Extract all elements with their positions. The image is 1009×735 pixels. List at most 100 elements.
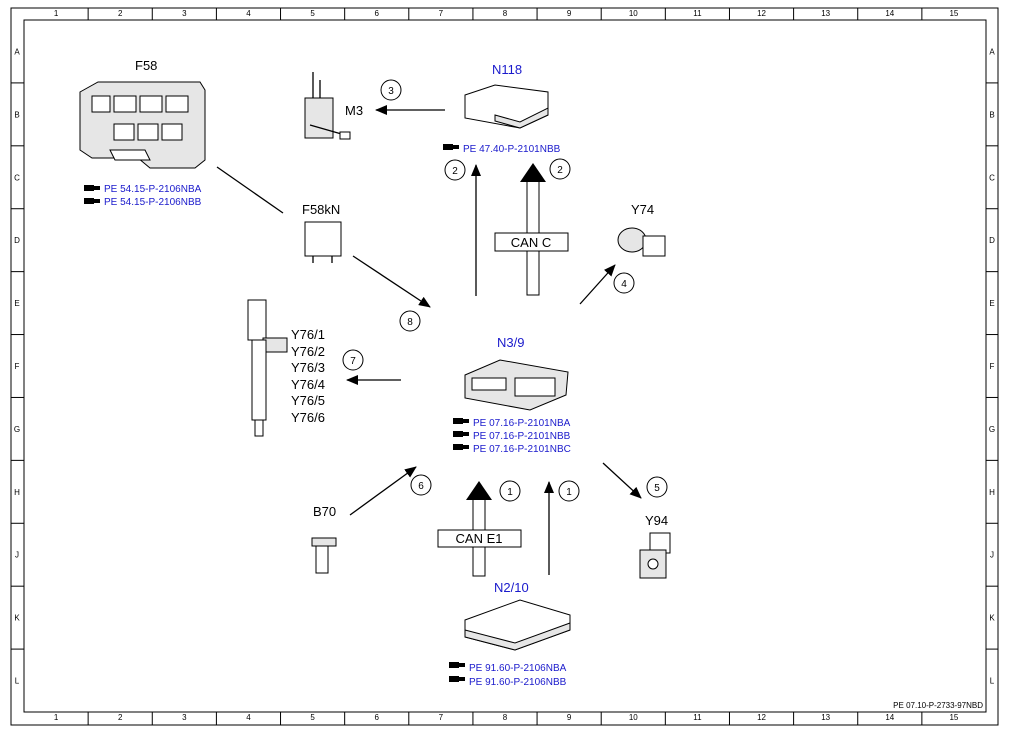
f58-ref-icon xyxy=(84,185,100,204)
arrow-n3-9-to-y94 xyxy=(602,462,642,499)
svg-text:7: 7 xyxy=(350,356,356,367)
row-label-right-H: H xyxy=(989,488,995,497)
row-label-left-A: A xyxy=(14,47,20,56)
n3-9-ref-icon xyxy=(453,418,469,450)
f58-ref-2[interactable]: PE 54.15-P-2106NBB xyxy=(104,197,202,208)
svg-text:5: 5 xyxy=(654,483,660,494)
row-label-right-K: K xyxy=(989,614,995,623)
n118-ref-icon xyxy=(443,144,459,150)
y76-label-2: Y76/2 xyxy=(291,344,325,359)
row-label-left-F: F xyxy=(15,362,20,371)
y76-label-6: Y76/6 xyxy=(291,410,325,425)
row-label-left-H: H xyxy=(14,488,20,497)
column-label-top-1: 1 xyxy=(54,9,59,18)
callout-5: 5 xyxy=(646,476,668,498)
column-label-bottom-2: 2 xyxy=(118,713,123,722)
row-label-right-A: A xyxy=(989,47,995,56)
svg-text:1: 1 xyxy=(566,487,572,498)
n2-10-ref-2[interactable]: PE 91.60-P-2106NBB xyxy=(469,677,567,688)
column-label-top-4: 4 xyxy=(246,9,251,18)
row-label-right-L: L xyxy=(990,677,995,686)
n118-label: N118 xyxy=(492,62,522,77)
f58kn-relay[interactable] xyxy=(304,221,342,263)
column-label-top-2: 2 xyxy=(118,9,123,18)
column-label-top-13: 13 xyxy=(821,9,830,18)
column-label-top-11: 11 xyxy=(693,9,702,18)
svg-text:2: 2 xyxy=(452,166,458,177)
column-label-top-15: 15 xyxy=(949,9,958,18)
column-label-top-9: 9 xyxy=(567,9,572,18)
n3-9-label: N3/9 xyxy=(497,335,524,350)
y74-pressure-regulator-valve[interactable] xyxy=(617,227,666,257)
m3-label: M3 xyxy=(345,103,363,118)
n2-10-ref-icon xyxy=(449,662,465,682)
n2-10-ref-1[interactable]: PE 91.60-P-2106NBA xyxy=(469,663,567,674)
n3-9-ref-1[interactable]: PE 07.16-P-2101NBA xyxy=(473,418,571,429)
column-label-bottom-8: 8 xyxy=(503,713,508,722)
row-label-left-J: J xyxy=(15,551,19,560)
row-label-left-B: B xyxy=(14,110,19,119)
f58-label: F58 xyxy=(135,58,157,73)
column-label-bottom-10: 10 xyxy=(629,713,638,722)
column-label-bottom-9: 9 xyxy=(567,713,572,722)
column-label-bottom-11: 11 xyxy=(693,713,702,722)
y76-label-4: Y76/4 xyxy=(291,377,325,392)
column-label-bottom-13: 13 xyxy=(821,713,830,722)
column-label-bottom-14: 14 xyxy=(885,713,894,722)
row-label-right-E: E xyxy=(989,299,994,308)
m3-fuel-pump[interactable] xyxy=(304,72,351,140)
row-label-right-J: J xyxy=(990,551,994,560)
f58-fuse-box[interactable] xyxy=(79,81,206,169)
n118-ref-1[interactable]: PE 47.40-P-2101NBB xyxy=(463,144,561,155)
can-e1-bus-box xyxy=(437,529,522,548)
b70-crankshaft-sensor[interactable] xyxy=(311,537,337,574)
n118-fuel-pump-control-unit[interactable] xyxy=(464,84,549,129)
callout-7: 7 xyxy=(342,349,364,371)
n2-10-control-unit[interactable] xyxy=(464,599,571,651)
n3-9-cdi-control-unit[interactable] xyxy=(464,359,569,411)
line-f58-to-f58kn xyxy=(216,166,284,214)
column-labels: 1122334455667788991010111112121313141415… xyxy=(54,9,959,722)
callout-8: 8 xyxy=(399,310,421,332)
row-label-left-G: G xyxy=(14,425,20,434)
y94-quantity-control-valve[interactable] xyxy=(639,532,671,579)
column-label-bottom-12: 12 xyxy=(757,713,766,722)
column-label-top-5: 5 xyxy=(310,9,315,18)
can-c-bus-box xyxy=(494,232,569,252)
column-label-top-6: 6 xyxy=(375,9,380,18)
row-label-left-L: L xyxy=(15,677,20,686)
arrow-b70-to-n3-9 xyxy=(349,466,417,516)
f58kn-label: F58kN xyxy=(302,202,340,217)
y74-label: Y74 xyxy=(631,202,654,217)
row-label-right-B: B xyxy=(989,110,994,119)
column-label-top-10: 10 xyxy=(629,9,638,18)
row-label-right-D: D xyxy=(989,236,995,245)
row-label-left-E: E xyxy=(14,299,19,308)
n2-10-label: N2/10 xyxy=(494,580,529,595)
column-label-top-8: 8 xyxy=(503,9,508,18)
callout-6: 6 xyxy=(410,474,432,496)
y94-label: Y94 xyxy=(645,513,668,528)
column-label-top-3: 3 xyxy=(182,9,187,18)
y76-label-1: Y76/1 xyxy=(291,327,325,342)
svg-text:3: 3 xyxy=(388,86,394,97)
column-label-top-7: 7 xyxy=(439,9,444,18)
column-label-bottom-7: 7 xyxy=(439,713,444,722)
svg-text:1: 1 xyxy=(507,487,513,498)
can-e1-bus-arrow xyxy=(466,481,492,577)
callout-2b: 2 xyxy=(549,158,571,180)
column-label-bottom-3: 3 xyxy=(182,713,187,722)
svg-text:6: 6 xyxy=(418,481,424,492)
column-label-top-12: 12 xyxy=(757,9,766,18)
column-label-bottom-4: 4 xyxy=(246,713,251,722)
n3-9-ref-3[interactable]: PE 07.16-P-2101NBC xyxy=(473,444,571,455)
f58-ref-1[interactable]: PE 54.15-P-2106NBA xyxy=(104,184,202,195)
can-c-bus-label: CAN C xyxy=(511,235,551,250)
drawing-frame xyxy=(10,7,999,726)
y76-fuel-injector[interactable] xyxy=(247,299,288,437)
n3-9-ref-2[interactable]: PE 07.16-P-2101NBB xyxy=(473,431,571,442)
callout-1a: 1 xyxy=(499,480,521,502)
can-e1-bus-label: CAN E1 xyxy=(456,531,503,546)
